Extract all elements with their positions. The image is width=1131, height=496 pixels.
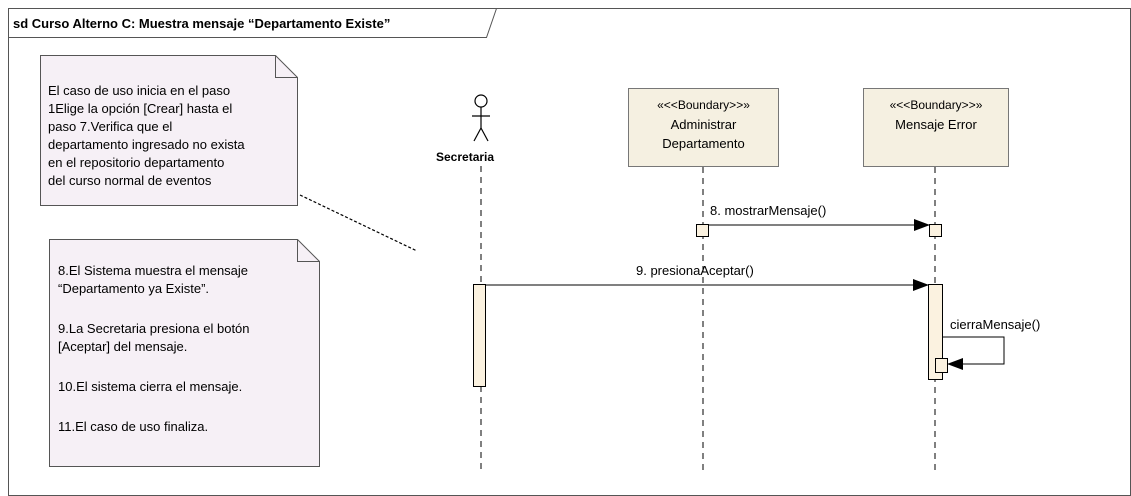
note-bottom-line: 8.El Sistema muestra el mensaje xyxy=(58,263,249,278)
note-top-line: departamento ingresado no exista xyxy=(48,137,245,152)
activation-error-3 xyxy=(935,358,948,373)
note-bottom-line: “Departamento ya Existe”. xyxy=(58,281,210,296)
activation-error-2 xyxy=(928,284,943,380)
frame-title: sd Curso Alterno C: Muestra mensaje “Dep… xyxy=(13,16,391,31)
note-bottom-line: 11.El caso de uso finaliza. xyxy=(58,419,209,434)
lifeline-box-admin xyxy=(628,88,779,167)
activation-error-1 xyxy=(929,224,942,237)
frame-title-tab xyxy=(8,8,497,38)
note-top-line: 1Elige la opción [Crear] hasta el xyxy=(48,101,233,116)
note-top-fold xyxy=(275,55,298,78)
participant-name: Administrar xyxy=(670,117,737,132)
message-arrow-self xyxy=(943,336,1005,370)
note-top-line: El caso de uso inicia en el paso xyxy=(48,83,231,98)
participant-name: Departamento xyxy=(662,136,745,151)
activation-actor xyxy=(473,284,486,387)
note-top-line: paso 7.Verifica que el xyxy=(48,119,173,134)
lifeline-head-error: «<<Boundary>>» Mensaje Error xyxy=(863,96,1009,134)
message-label-9: 9. presionaAceptar() xyxy=(636,263,754,278)
actor-label: Secretaria xyxy=(436,150,495,164)
note-top-shape xyxy=(40,55,298,206)
note-bottom-fold xyxy=(297,239,320,262)
note-bottom-line: 9.La Secretaria presiona el botón xyxy=(58,321,250,336)
note-bottom-line: [Aceptar] del mensaje. xyxy=(58,339,188,354)
lifeline-head-admin: «<<Boundary>>» Administrar Departamento xyxy=(628,96,779,153)
note-top-line: del curso normal de eventos xyxy=(48,173,212,188)
message-label-self: cierraMensaje() xyxy=(950,317,1041,332)
note-bottom-shape xyxy=(49,239,320,467)
note-connector xyxy=(299,194,418,252)
stereotype-label: «<<Boundary>>» xyxy=(889,98,983,112)
note-top-line: en el repositorio departamento xyxy=(48,155,225,170)
message-label-8: 8. mostrarMensaje() xyxy=(710,203,827,218)
note-bottom-line: 10.El sistema cierra el mensaje. xyxy=(58,379,243,394)
stereotype-label: «<<Boundary>>» xyxy=(657,98,750,112)
actor-icon xyxy=(472,94,490,142)
participant-name: Mensaje Error xyxy=(895,117,977,132)
lifeline-box-error xyxy=(863,88,1009,167)
activation-admin xyxy=(696,224,709,237)
